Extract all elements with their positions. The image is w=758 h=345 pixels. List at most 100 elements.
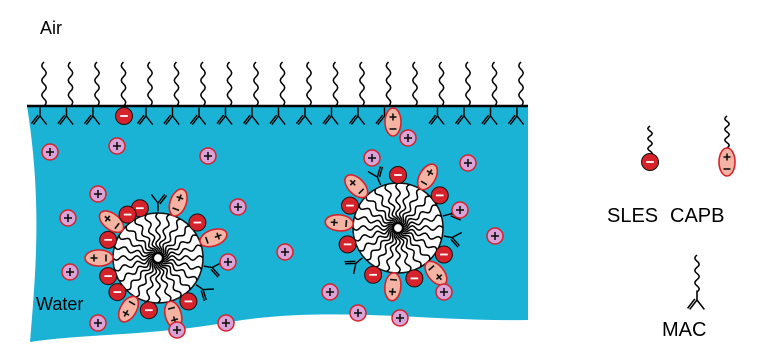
micelle-sles-head — [99, 267, 118, 286]
micelle-sles-head — [188, 213, 207, 232]
micelle-tail — [157, 261, 172, 302]
micelle-tail — [400, 195, 430, 226]
surface-tail — [253, 61, 259, 107]
micelle-tail — [158, 261, 182, 298]
interface-mac-molecules — [30, 107, 525, 137]
surface-tail — [279, 61, 286, 107]
micelle-capb-head — [168, 188, 188, 217]
micelle-mac-molecule — [195, 284, 214, 302]
micelle-tail — [374, 188, 398, 225]
free-cation — [89, 185, 107, 203]
micelle-tail — [114, 257, 155, 272]
water-label: Water — [36, 294, 83, 314]
surface-mac-molecule — [295, 107, 313, 125]
free-cation — [59, 209, 77, 227]
surface-tail — [41, 61, 47, 107]
free-cation — [451, 201, 469, 219]
micelle-capb-head — [117, 295, 140, 323]
surface-mac-molecule — [322, 107, 339, 125]
micelle-tail — [134, 218, 158, 255]
micelle-capb-head — [84, 249, 114, 267]
micelle-capb-head — [98, 210, 125, 234]
micelle-tail — [401, 204, 438, 228]
free-cation — [399, 129, 417, 147]
micelle-capb-head — [416, 163, 439, 191]
free-cation — [229, 198, 247, 216]
legend-label-mac: MAC — [662, 319, 706, 341]
legend-mac-icon — [686, 290, 705, 310]
free-cation — [391, 309, 409, 327]
free-cation — [168, 321, 186, 339]
surface-tail — [412, 61, 418, 107]
surface-mac-molecule — [30, 107, 48, 125]
surface-tail — [438, 61, 445, 107]
micelle-capb-head — [383, 272, 402, 302]
micelle-tail — [353, 215, 395, 228]
micelle-left — [84, 188, 228, 330]
micelle-sles-head — [340, 196, 359, 215]
free-cation — [219, 253, 237, 271]
surface-mac-molecule — [375, 107, 392, 125]
micelle-sles-head — [434, 245, 453, 264]
micelle-mac-molecule — [443, 231, 463, 248]
micelle-tail — [397, 231, 412, 272]
micelle-tail — [160, 260, 191, 290]
surface-mac-molecule — [83, 107, 101, 125]
micelle-tail — [358, 205, 396, 227]
free-cation — [486, 227, 504, 245]
surface-mac-molecule — [481, 107, 498, 125]
micelle-sles-head — [118, 205, 137, 224]
surface-tail — [465, 61, 471, 107]
micelle-sles-head — [405, 269, 424, 288]
micelle-sles-head — [338, 235, 357, 254]
micelle-tail — [112, 255, 155, 261]
micelle-sles-head — [179, 292, 198, 311]
legend-sles-tail — [646, 125, 654, 157]
surface-mac-molecule — [428, 107, 445, 125]
micelle-mac-molecule — [203, 261, 223, 278]
surface-sles-head — [115, 107, 133, 125]
micelle-tail — [158, 213, 171, 255]
micelle-mac-molecule — [344, 257, 363, 275]
surface-capb-head — [384, 107, 402, 137]
surface-tail — [226, 61, 233, 107]
micelle-tail — [385, 231, 398, 273]
micelle-tail — [160, 259, 198, 281]
micelle-tail — [400, 229, 438, 251]
surface-tail — [147, 61, 153, 107]
micelle-tail — [384, 184, 399, 225]
free-cation — [276, 243, 294, 261]
micelle-mac-molecule — [150, 194, 168, 212]
micelle-tail — [365, 196, 396, 226]
free-cation — [435, 283, 453, 301]
surface-tail — [518, 61, 524, 107]
free-counterions — [41, 129, 504, 339]
micelle-tail — [354, 227, 395, 242]
micelle-tail — [401, 225, 444, 231]
free-cation — [363, 149, 381, 167]
surface-tail — [332, 61, 339, 107]
micelle-tail — [118, 235, 156, 257]
surface-mac-molecule — [242, 107, 260, 125]
micelle-tail — [159, 218, 181, 256]
micelle-tail — [401, 214, 442, 229]
free-cation — [41, 143, 59, 161]
legend-capb-tail — [723, 115, 731, 149]
micelle-tail — [352, 225, 395, 231]
legend-capb-icon — [718, 147, 736, 177]
surface-tail — [306, 61, 312, 107]
legend-mac-tail — [693, 254, 701, 293]
micelle-tail — [155, 261, 161, 304]
micelle-tail — [401, 228, 443, 241]
micelle-tail — [145, 261, 158, 303]
surface-mac-molecule — [163, 107, 180, 125]
surface-mac-molecule — [507, 107, 525, 125]
free-cation — [217, 314, 235, 332]
surface-mac-molecule — [189, 107, 207, 125]
micelle-sles-head — [389, 166, 407, 184]
micelle-capb-head — [199, 228, 228, 248]
micelle-sles-head — [99, 230, 118, 249]
micelle-tail — [375, 230, 397, 268]
surface-mac-molecule — [57, 107, 74, 125]
